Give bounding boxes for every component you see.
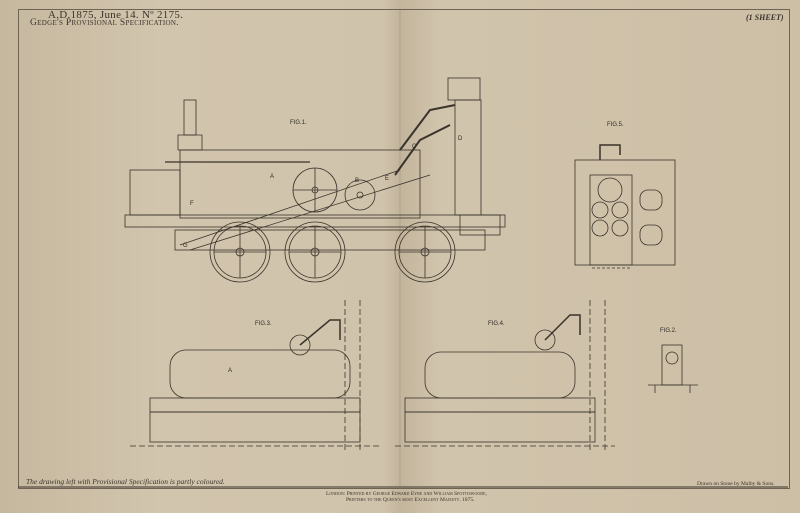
ref-letter-c: C (412, 144, 417, 150)
fig2-detail: FIG.2. (648, 328, 698, 393)
fig4-plan: FIG.4. (395, 300, 615, 450)
fig5-end-view: FIG.5. (574, 122, 676, 269)
fig3-label: FIG.3. (255, 321, 272, 327)
ref-letter-d: D (458, 136, 463, 142)
fig4-label: FIG.4. (488, 321, 505, 327)
drive-belt (179, 169, 401, 246)
lithographer-credit: Drawn on Stone by Malby & Sons. (697, 481, 775, 487)
pulley-hub (356, 191, 364, 199)
fig3-plan: FIG.3. A (130, 300, 380, 450)
sheet-label: (1 SHEET) (746, 13, 784, 22)
ref-letter-a: A (270, 174, 274, 180)
ref-letter-b: B (355, 178, 359, 184)
fig5-label: FIG.5. (607, 122, 624, 128)
drive-belt (189, 174, 431, 251)
frame-platform (124, 214, 506, 228)
wheels (209, 221, 456, 283)
dome-base (177, 134, 203, 151)
specification-title: Gedge's Provisional Specification. (30, 18, 179, 28)
ref-letter-g: G (183, 243, 188, 249)
pipe (399, 104, 456, 151)
footer-note: The drawing left with Provisional Specif… (26, 477, 225, 486)
printer-imprint-line1: London: Printed by George Edward Eyre an… (326, 491, 487, 497)
chassis (174, 229, 486, 251)
chimney-top (447, 77, 481, 101)
dome (183, 99, 197, 136)
cab (129, 169, 181, 216)
fig1-label: FIG.1. (290, 120, 307, 126)
buffer-beam (459, 214, 501, 236)
ref-letter-f: F (190, 201, 194, 207)
border-frame (18, 9, 790, 489)
chimney (454, 99, 482, 216)
pipe (394, 124, 451, 176)
ref-letter-e: E (385, 176, 389, 182)
printer-imprint-line2: Printers to the Queen's most Excellent M… (346, 497, 475, 503)
fig1-locomotive: FIG.1. A B C D E F G (124, 77, 506, 283)
boiler (179, 149, 421, 219)
pulley (344, 179, 376, 211)
fig2-label: FIG.2. (660, 328, 677, 334)
date-line: A.D.1875, June 14. Nº 2175. (48, 9, 184, 21)
ref-letter-a: A (228, 368, 232, 374)
